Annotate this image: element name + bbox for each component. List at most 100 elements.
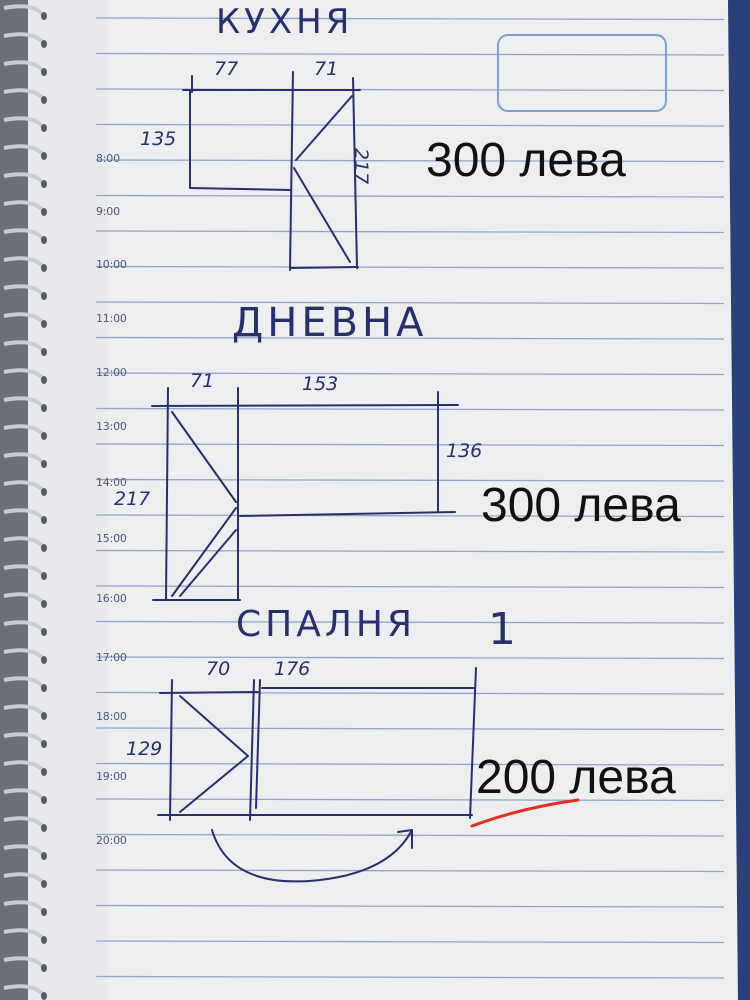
binding-hole — [41, 124, 47, 132]
ruled-line — [95, 17, 725, 21]
kitchen-dim-height: 135 — [140, 128, 177, 150]
binding-hole — [41, 572, 47, 580]
binding-hole — [41, 432, 47, 440]
time-label: 8:00 — [96, 152, 120, 165]
ruled-line — [95, 159, 725, 163]
bedroom-sketch — [157, 667, 477, 883]
kitchen-title: КУХНЯ — [216, 2, 354, 42]
ruled-line — [95, 656, 725, 660]
ruled-line — [95, 52, 725, 56]
living-room-dim-height-2: 217 — [114, 488, 151, 510]
spiral-binding — [3, 4, 47, 1000]
time-label: 12:00 — [96, 366, 127, 379]
binding-hole — [41, 544, 47, 552]
binding-hole — [41, 992, 47, 1000]
binding-hole — [41, 908, 47, 916]
binding-hole — [41, 292, 47, 300]
time-label: 14:00 — [96, 476, 127, 489]
binding-hole — [41, 236, 47, 244]
kitchen-dim-width: 77 — [214, 58, 239, 80]
ruled-line — [95, 123, 725, 127]
red-underline — [470, 798, 580, 828]
time-label: 9:00 — [96, 205, 120, 218]
ruled-line — [95, 407, 725, 411]
binding-hole — [41, 796, 47, 804]
binding-hole — [41, 600, 47, 608]
time-label: 11:00 — [96, 312, 127, 325]
ruled-line — [95, 372, 725, 376]
kitchen-sketch — [182, 71, 361, 271]
living-room-sketch — [151, 387, 459, 601]
time-label: 19:00 — [96, 770, 127, 783]
ruled-line — [95, 478, 725, 482]
living-room-dim-width-2: 153 — [302, 373, 339, 395]
time-label: 10:00 — [96, 258, 127, 271]
binding-hole — [41, 516, 47, 524]
binding-hole — [41, 180, 47, 188]
ruled-line — [95, 336, 725, 340]
binding-hole — [41, 96, 47, 104]
ruled-line — [95, 265, 725, 269]
time-label: 18:00 — [96, 710, 127, 723]
binding-hole — [41, 460, 47, 468]
time-label: 17:00 — [96, 651, 127, 664]
bedroom-price: 200 лева — [476, 751, 676, 804]
kitchen-dim-height-2: 217 — [350, 148, 372, 185]
binding-hole — [41, 404, 47, 412]
binding-hole — [41, 964, 47, 972]
kitchen-dim-width-2: 71 — [314, 58, 339, 80]
ruled-line — [95, 869, 725, 873]
ruled-line — [95, 514, 725, 518]
bedroom-dim-width: 70 — [206, 658, 231, 680]
binding-hole — [41, 656, 47, 664]
binding-hole — [41, 740, 47, 748]
living-room-dim-width: 71 — [190, 370, 215, 392]
ruled-line — [95, 762, 725, 766]
binding-hole — [41, 208, 47, 216]
bedroom-dim-height: 129 — [126, 738, 163, 760]
ruled-line — [95, 301, 725, 305]
time-label: 15:00 — [96, 532, 127, 545]
bedroom-number: 1 — [488, 604, 516, 655]
bedroom-title: СПАЛНЯ — [236, 604, 416, 645]
time-label: 13:00 — [96, 420, 127, 433]
ruled-line — [95, 194, 725, 198]
ruled-line — [95, 798, 725, 802]
living-room-title: ДНЕВНА — [232, 300, 428, 346]
binding-hole — [41, 376, 47, 384]
kitchen-price: 300 лева — [426, 134, 626, 187]
ruled-line — [95, 549, 725, 553]
notebook-page — [28, 0, 738, 1000]
ruled-lines — [95, 17, 725, 979]
binding-hole — [41, 12, 47, 20]
binding-hole — [41, 768, 47, 776]
living-room-dim-height: 136 — [446, 440, 483, 462]
ruled-line — [95, 904, 725, 908]
binding-hole — [41, 852, 47, 860]
binding-hole — [41, 936, 47, 944]
time-label: 16:00 — [96, 592, 127, 605]
note-box — [497, 34, 667, 112]
binding-hole — [41, 320, 47, 328]
ruled-line — [95, 443, 725, 447]
ruled-line — [95, 975, 725, 979]
binding-hole — [41, 880, 47, 888]
bedroom-dim-width-2: 176 — [274, 658, 311, 680]
binding-hole — [41, 684, 47, 692]
time-label: 20:00 — [96, 834, 127, 847]
ruled-line — [95, 585, 725, 589]
living-room-price: 300 лева — [481, 479, 681, 532]
binding-hole — [41, 628, 47, 636]
binding-hole — [41, 824, 47, 832]
binding-hole — [41, 152, 47, 160]
binding-hole — [41, 348, 47, 356]
binding-hole — [41, 40, 47, 48]
ruled-line — [95, 940, 725, 944]
ruled-line — [95, 727, 725, 731]
binding-hole — [41, 264, 47, 272]
ruled-line — [95, 230, 725, 234]
ruled-line — [95, 620, 725, 624]
binding-hole — [41, 712, 47, 720]
binding-hole — [41, 68, 47, 76]
